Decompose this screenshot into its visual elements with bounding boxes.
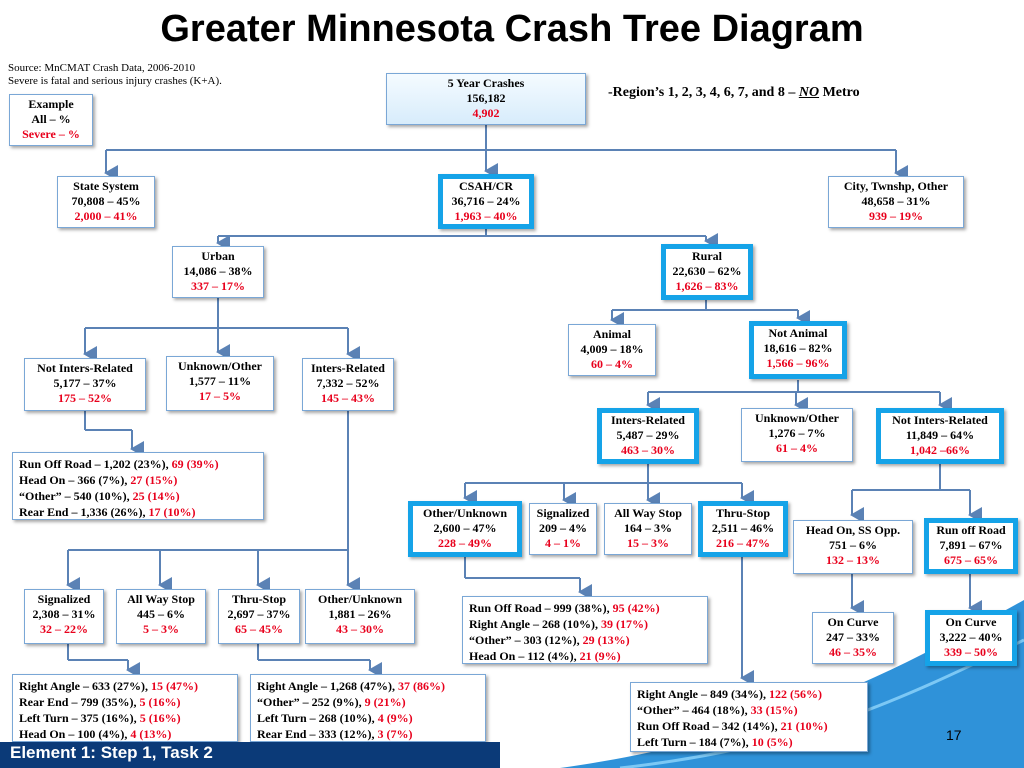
list-item: Rear End – 333 (12%), 3 (7%) xyxy=(257,727,413,741)
list-item: Run Off Road – 342 (14%), 21 (10%) xyxy=(637,719,828,733)
list-item: “Other” – 252 (9%), 9 (21%) xyxy=(257,695,406,709)
list-urban-signalized: Right Angle – 633 (27%), 15 (47%) Rear E… xyxy=(12,674,238,742)
list-item: Left Turn – 184 (7%), 10 (5%) xyxy=(637,735,793,749)
list-item: Right Angle – 1,268 (47%), 37 (86%) xyxy=(257,679,445,693)
page-title: Greater Minnesota Crash Tree Diagram xyxy=(160,8,864,50)
list-urban-thru-stop: Right Angle – 1,268 (47%), 37 (86%) “Oth… xyxy=(250,674,486,742)
list-item: “Other” – 540 (10%), 25 (14%) xyxy=(19,489,180,503)
list-item: Right Angle – 268 (10%), 39 (17%) xyxy=(469,617,648,631)
list-item: Rear End – 1,336 (26%), 17 (10%) xyxy=(19,505,196,519)
list-item: Head On – 100 (4%), 4 (13%) xyxy=(19,727,172,741)
footer-label: Element 1: Step 1, Task 2 xyxy=(10,743,213,762)
list-item: Run Off Road – 999 (38%), 95 (42%) xyxy=(469,601,660,615)
list-urban-not-inters: Run Off Road – 1,202 (23%), 69 (39%) Hea… xyxy=(12,452,264,520)
source-note: Source: MnCMAT Crash Data, 2006-2010 Sev… xyxy=(8,62,222,87)
list-item: Right Angle – 849 (34%), 122 (56%) xyxy=(637,687,822,701)
list-item: Rear End – 799 (35%), 5 (16%) xyxy=(19,695,181,709)
list-item: Head On – 366 (7%), 27 (15%) xyxy=(19,473,178,487)
list-item: Run Off Road – 1,202 (23%), 69 (39%) xyxy=(19,457,219,471)
list-item: Left Turn – 375 (16%), 5 (16%) xyxy=(19,711,181,725)
list-item: Head On – 112 (4%), 21 (9%) xyxy=(469,649,621,663)
node-head-on-ss-opp: Head On, SS Opp.751 – 6%132 – 13% xyxy=(793,520,913,574)
region-note: -Region’s 1, 2, 3, 4, 6, 7, and 8 – NO M… xyxy=(608,85,860,100)
list-rural-other-unknown: Run Off Road – 999 (38%), 95 (42%) Right… xyxy=(462,596,708,664)
page-number: 17 xyxy=(946,727,962,743)
list-item: Left Turn – 268 (10%), 4 (9%) xyxy=(257,711,413,725)
list-item: “Other” – 303 (12%), 29 (13%) xyxy=(469,633,630,647)
list-item: Right Angle – 633 (27%), 15 (47%) xyxy=(19,679,198,693)
list-rural-thru-stop: Right Angle – 849 (34%), 122 (56%) “Othe… xyxy=(630,682,868,752)
footer-band xyxy=(0,742,500,768)
decorative-swoosh xyxy=(560,600,1024,768)
list-item: “Other” – 464 (18%), 33 (15%) xyxy=(637,703,798,717)
